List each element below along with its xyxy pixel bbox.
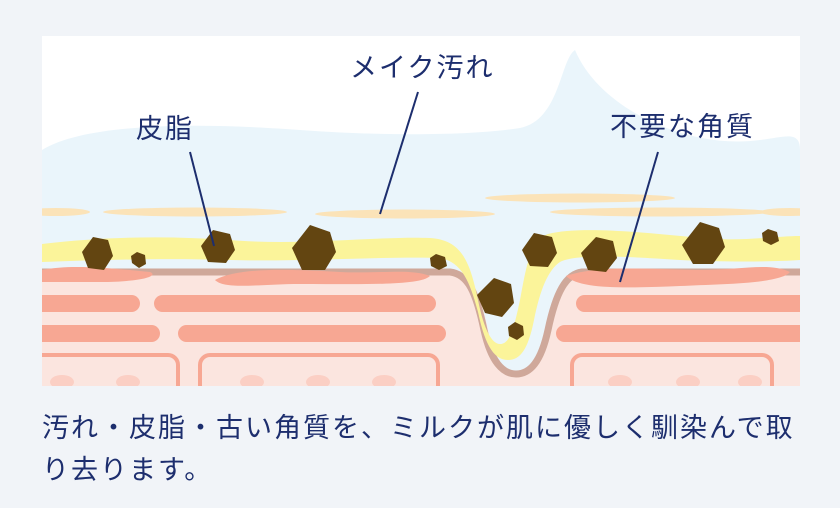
sebum-particle bbox=[522, 233, 557, 267]
sebum-particle bbox=[581, 237, 617, 272]
makeup-layer bbox=[42, 230, 800, 360]
makeup-label: メイク汚れ bbox=[350, 53, 494, 84]
sebum-leader-line bbox=[189, 151, 215, 247]
sebum-label: 皮脂 bbox=[136, 114, 194, 145]
sebum-particle bbox=[682, 222, 725, 264]
sebum-particle bbox=[477, 278, 514, 317]
sebum-particle bbox=[201, 230, 235, 263]
oil-film-strips bbox=[42, 193, 800, 219]
keratin-leader-line bbox=[619, 151, 659, 283]
skin-cells-row-1 bbox=[42, 295, 800, 312]
sebum-particle bbox=[762, 229, 779, 245]
skin-cells-deep bbox=[42, 353, 774, 386]
skin-cells-row-2 bbox=[42, 325, 800, 342]
makeup-leader-line bbox=[379, 91, 419, 215]
old-keratin-flakes bbox=[42, 266, 790, 288]
sebum-particles bbox=[82, 222, 779, 340]
sebum-particle bbox=[430, 254, 447, 270]
old-keratin-label: 不要な角質 bbox=[610, 112, 755, 143]
sebum-particle bbox=[82, 237, 113, 270]
sebum-particle bbox=[292, 225, 336, 270]
sebum-particle bbox=[508, 322, 524, 340]
caption-text: 汚れ・皮脂・古い角質を、ミルクが肌に優しく馴染んで取り去ります。 bbox=[42, 413, 795, 486]
sebum-particle bbox=[131, 252, 146, 268]
